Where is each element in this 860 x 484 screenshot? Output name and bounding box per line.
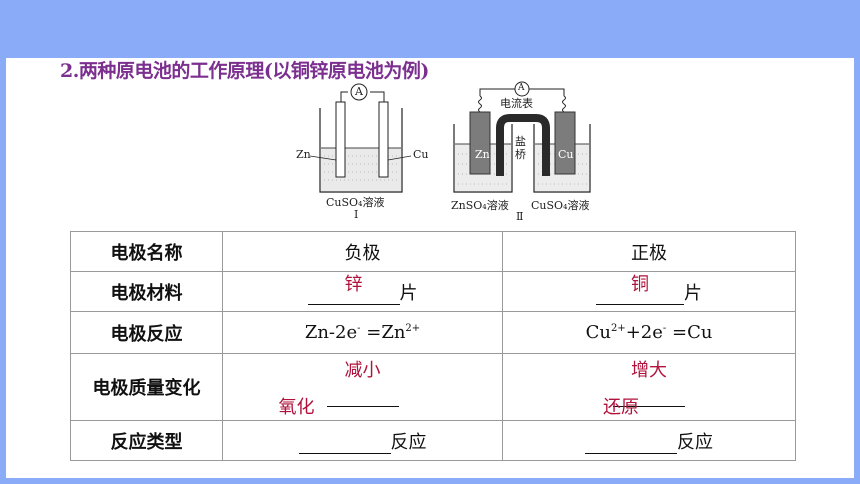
answer-text: 铜 <box>631 273 649 295</box>
negative-type-cell: 氧化 反应 <box>222 397 503 461</box>
comparison-table: 电极名称 负极 正极 电极材料 锌 片 铜 片 电极反应 Zn-2e- =Zn2… <box>70 231 796 461</box>
positive-material-cell: 铜 片 <box>502 271 796 312</box>
zn-label-2: Zn <box>475 148 490 161</box>
cu-label-2: Cu <box>558 148 574 161</box>
formula-part: =Zn <box>360 322 406 343</box>
row-header: 电极材料 <box>70 271 223 312</box>
row-header: 电极质量变化 <box>70 353 223 421</box>
formula-part: Cu <box>585 322 611 343</box>
negative-reaction-cell: Zn-2e- =Zn2+ <box>222 311 503 354</box>
figure-numeral-2: Ⅱ <box>516 210 524 223</box>
answer-text: 增大 <box>631 359 667 381</box>
answer-blank: 锌 <box>307 274 400 305</box>
cu-label-1: Cu <box>413 148 429 161</box>
formula-sup: - <box>357 323 361 334</box>
row-header: 电极名称 <box>70 231 223 272</box>
meter-label-1: A <box>355 85 363 98</box>
ammeter-label-2: 电流表 <box>500 97 533 110</box>
table-row: 电极反应 Zn-2e- =Zn2+ Cu2++2e- =Cu <box>70 311 796 354</box>
formula-sup: - <box>662 323 667 334</box>
answer-text: 减小 <box>344 359 381 381</box>
meter-label-2: A <box>518 83 525 93</box>
positive-mass-cell: 增大 <box>502 353 796 421</box>
answer-blank: 氧化 <box>279 397 391 454</box>
table-row: 电极材料 锌 片 铜 片 <box>70 271 796 312</box>
suffix-text: 片 <box>399 282 418 304</box>
negative-electrode-cell: 负极 <box>222 231 503 272</box>
solution-label-right: CuSO₄溶液 <box>531 199 590 212</box>
table-row: 反应类型 氧化 反应 还原 反应 <box>70 397 796 461</box>
row-header: 电极反应 <box>70 311 223 354</box>
figure-cell-2 <box>453 81 591 193</box>
answer-text: 氧化 <box>278 396 315 418</box>
answer-blank: 还原 <box>585 397 677 454</box>
suffix-text: 片 <box>684 282 702 304</box>
table-row: 电极名称 负极 正极 <box>70 231 796 272</box>
formula-sup: 2+ <box>405 323 421 334</box>
formula-sup: 2+ <box>610 323 626 334</box>
answer-text: 锌 <box>344 273 363 295</box>
answer-blank: 减小 <box>326 360 399 407</box>
salt-bridge-label: 盐桥 <box>515 135 526 161</box>
answer-blank: 铜 <box>596 274 684 305</box>
solution-label-1: CuSO₄溶液 <box>326 196 385 209</box>
suffix-text: 反应 <box>390 431 427 453</box>
figure-cell-1 <box>309 83 412 193</box>
formula-part: =Cu <box>666 322 713 343</box>
section-heading: 2.两种原电池的工作原理(以铜锌原电池为例) <box>60 60 429 82</box>
positive-type-cell: 还原 反应 <box>502 397 796 461</box>
answer-blank: 增大 <box>613 360 685 407</box>
positive-electrode-cell: 正极 <box>502 231 796 272</box>
suffix-text: 反应 <box>677 431 713 453</box>
row-header: 反应类型 <box>70 420 223 461</box>
figure-numeral-1: Ⅰ <box>354 208 359 221</box>
negative-mass-cell: 减小 <box>222 353 503 421</box>
negative-material-cell: 锌 片 <box>222 271 503 312</box>
zn-label-1: Zn <box>296 148 311 161</box>
solution-label-left: ZnSO₄溶液 <box>451 199 509 212</box>
formula-part: Zn-2e <box>304 322 358 343</box>
answer-text: 还原 <box>603 396 639 418</box>
table-row: 电极质量变化 减小 增大 <box>70 353 796 421</box>
positive-reaction-cell: Cu2++2e- =Cu <box>502 311 796 354</box>
formula-part: +2e <box>625 322 663 343</box>
